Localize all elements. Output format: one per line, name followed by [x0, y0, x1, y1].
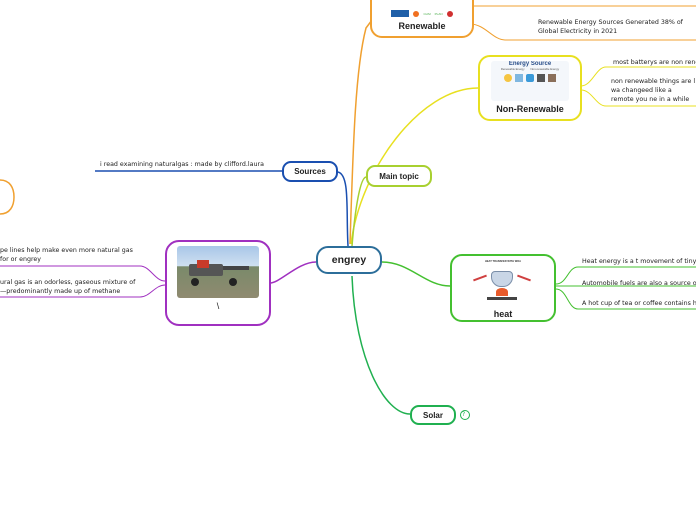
solar-badge-ring	[460, 410, 470, 420]
factory-icon	[548, 74, 556, 82]
non-renewable-node[interactable]: Energy Source Renewable Energy Non-renew…	[478, 55, 582, 121]
water-icon	[526, 74, 534, 82]
machine-arm-icon	[223, 266, 249, 270]
heat-label: heat	[493, 309, 513, 319]
gas-node[interactable]: \	[165, 240, 271, 326]
solar-node[interactable]: Solar	[410, 405, 456, 425]
clim-icon-label: CLIM	[423, 11, 431, 16]
partial-node-left	[0, 179, 15, 215]
renewable-col-title: Renewable Energy	[500, 67, 525, 71]
main-topic-node[interactable]: Main topic	[366, 165, 432, 187]
solar-label: Solar	[422, 410, 443, 420]
sun-icon	[504, 74, 512, 82]
wind-icon	[515, 74, 523, 82]
oil-icon	[537, 74, 545, 82]
sources-label: Sources	[294, 167, 326, 176]
non-renewable-note-2[interactable]: non renewable things are l wa changeed l…	[611, 78, 696, 103]
connector-sources	[337, 171, 349, 247]
pipeline-machine-image	[177, 246, 259, 298]
sources-note[interactable]: i read examining naturalgas : made by cl…	[100, 161, 264, 168]
central-topic-label: engrey	[331, 254, 367, 266]
heat-note-2[interactable]: Automobile fuels are also a source of he…	[582, 280, 696, 287]
recycle-icon	[413, 10, 420, 17]
connector-non-renewable-note-2	[580, 89, 696, 107]
sources-node[interactable]: Sources	[282, 161, 338, 182]
energy-source-title: Energy Source	[508, 61, 552, 67]
connector-heat-note-3	[555, 288, 696, 310]
solar-badge[interactable]: ?	[462, 411, 466, 418]
heat-node[interactable]: HEAT TRANSFER WITH WOA heat	[450, 254, 556, 322]
heat-arrow-right-icon	[517, 274, 531, 282]
connector-solar	[351, 275, 411, 415]
machine-wheel-icon	[191, 278, 199, 286]
energy-source-image: Energy Source Renewable Energy Non-renew…	[491, 61, 569, 101]
heat-arrow-left-icon	[473, 274, 487, 282]
connector-renewable	[349, 19, 373, 245]
solar-panel-icon	[391, 10, 410, 17]
connector-non-renewable	[350, 87, 479, 245]
plan-icon-label: PLAN	[434, 11, 443, 16]
central-topic[interactable]: engrey	[316, 246, 382, 274]
connector-heat	[381, 261, 451, 287]
machine-red-part-icon	[197, 260, 209, 268]
energy-icon	[446, 10, 453, 17]
connector-non-renewable-note-1	[580, 66, 696, 87]
non-renewable-note-1[interactable]: most batterys are non renewa	[613, 59, 696, 66]
heat-transfer-title: HEAT TRANSFER WITH WOA	[484, 260, 522, 263]
renewable-image: CLIM PLAN	[391, 10, 453, 17]
connector-renewable-note	[469, 23, 696, 41]
connector-heat-note-1	[555, 266, 696, 285]
pot-icon	[491, 271, 513, 287]
gas-note-2[interactable]: ural gas is an odorless, gaseous mixture…	[0, 279, 136, 295]
renewable-label: Renewable	[398, 21, 446, 31]
connector-gas-note-1	[0, 265, 166, 282]
connector-gas	[269, 261, 317, 284]
connector-gas-note-2	[0, 284, 166, 298]
connector-main-topic	[351, 176, 367, 247]
flame-icon	[496, 288, 508, 296]
renewable-note[interactable]: Renewable Energy Sources Generated 38% o…	[538, 19, 683, 35]
gas-label: \	[216, 301, 220, 311]
heat-note-1[interactable]: Heat energy is a t movement of tiny part…	[582, 258, 696, 265]
non-renewable-label: Non-Renewable	[496, 104, 564, 114]
non-renewable-col-title: Non-renewable Energy	[530, 67, 560, 71]
stove-icon	[487, 297, 517, 300]
heat-note-3[interactable]: A hot cup of tea or coffee contains heat…	[582, 300, 696, 307]
gas-note-1[interactable]: pe lines help make even more natural gas…	[0, 247, 133, 263]
renewable-node[interactable]: CLIM PLAN Renewable	[370, 0, 474, 38]
machine-wheel-icon	[229, 278, 237, 286]
heat-transfer-image: HEAT TRANSFER WITH WOA	[463, 259, 543, 305]
main-topic-label: Main topic	[379, 171, 419, 181]
